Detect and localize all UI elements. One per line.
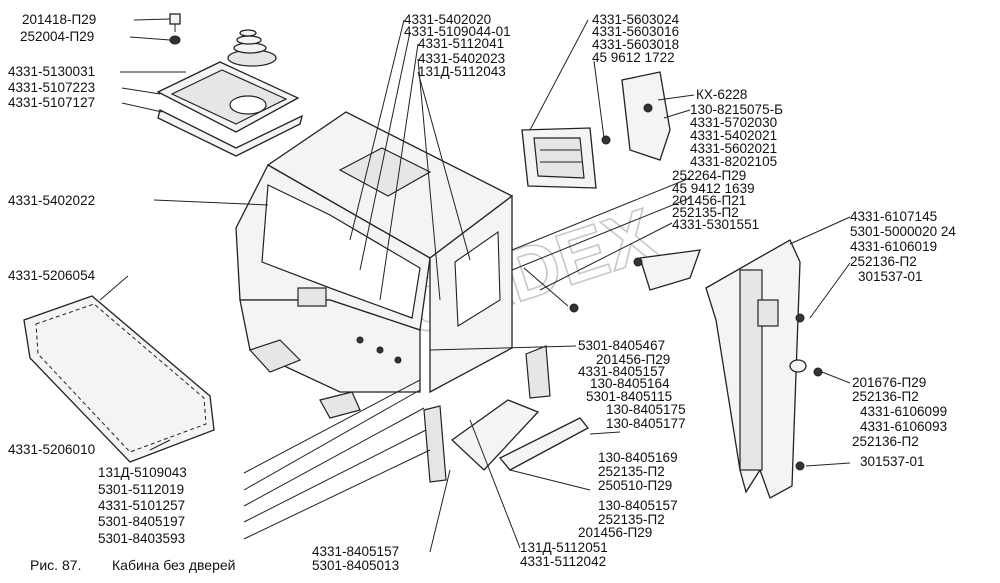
figure-title: Кабина без дверей [112, 557, 235, 573]
part-label: 4331-5112042 [520, 554, 606, 569]
part-label: 4331-5101257 [98, 498, 185, 513]
leader-lines [99, 18, 851, 553]
part-label: 252135-П2 [598, 464, 665, 479]
part-label: 130-8405157 [598, 498, 678, 513]
part-label: 4331-5109044-01 [404, 24, 511, 39]
part-label: 4331-5107223 [8, 80, 95, 95]
part-label: 4331-8405157 [578, 364, 665, 379]
part-label: 201418-П29 [22, 12, 96, 27]
part-label: 4331-5107127 [8, 95, 95, 110]
part-label: 130-8405175 [606, 402, 686, 417]
vent-grille [521, 127, 597, 189]
rear-pillar [705, 239, 823, 499]
part-label: 131Д-5109043 [98, 465, 187, 480]
part-label: 4331-5402022 [8, 193, 95, 208]
part-label: 4331-6106093 [860, 419, 947, 434]
part-label: 5301-8405197 [98, 514, 185, 529]
part-label: 4331-5301551 [672, 217, 759, 232]
part-label: 5301-5000020 24 [850, 224, 956, 239]
part-label: 130-8405177 [606, 416, 686, 431]
latch-parts [523, 249, 701, 313]
windshield-glass [23, 295, 215, 463]
part-label: 252135-П2 [598, 512, 665, 527]
part-label: 4331-5206054 [8, 268, 96, 283]
part-label: 4331-5402020 [404, 12, 491, 27]
part-label: 4331-5130031 [8, 64, 95, 79]
part-label: 4331-5602021 [690, 141, 777, 156]
mirror-bracket [601, 71, 671, 161]
part-label: 5301-8405467 [578, 338, 665, 353]
part-label: 301537-01 [858, 269, 923, 284]
part-label: 5301-5112019 [98, 482, 184, 497]
side-step [423, 345, 589, 483]
hatch-frame [156, 61, 303, 157]
part-label: 5301-8405013 [312, 558, 399, 573]
part-label: 301537-01 [860, 454, 925, 469]
part-label: 4331-6106019 [850, 239, 937, 254]
part-label: 5301-8405115 [586, 389, 672, 404]
part-label: 4331-5702030 [690, 115, 777, 130]
part-label: 130-8405169 [598, 450, 678, 465]
part-label: 252136-П2 [852, 389, 919, 404]
part-label: 4331-5603016 [592, 24, 679, 39]
part-label: 201676-П29 [852, 375, 926, 390]
part-label: 252264-П29 [672, 168, 746, 183]
figure-number: Рис. 87. [30, 557, 81, 573]
cab-body [235, 111, 514, 419]
part-label: 45 9612 1722 [592, 50, 675, 65]
gear-boot [227, 29, 277, 67]
part-drawings [23, 13, 823, 499]
part-label: 4331-5402023 [418, 51, 505, 66]
part-label: 252136-П2 [852, 434, 919, 449]
part-label: 4331-6106099 [860, 404, 947, 419]
part-label: 4331-5603024 [592, 12, 680, 27]
part-label: КХ-6228 [696, 87, 747, 102]
part-label: 201456-П29 [578, 525, 652, 540]
part-label: 131Д-5112043 [418, 64, 506, 79]
part-label: 130-8405164 [590, 376, 670, 391]
part-label: 4331-5112041 [418, 36, 504, 51]
part-label: 4331-5402021 [690, 128, 777, 143]
part-label: 252135-П2 [672, 205, 739, 220]
part-label: 201456-П21 [672, 193, 746, 208]
part-label: 252004-П29 [20, 29, 94, 44]
part-label: 250510-П29 [598, 478, 672, 493]
part-label: 4331-5206010 [8, 442, 95, 457]
part-label: 45 9412 1639 [672, 181, 755, 196]
part-labels: 201418-П29 252004-П29 4331-5130031 4331-… [8, 12, 956, 573]
part-label: 4331-8202105 [690, 154, 777, 169]
part-label: 252136-П2 [850, 254, 917, 269]
part-label: 4331-5603018 [592, 37, 679, 52]
part-label: 131Д-5112051 [520, 540, 608, 555]
part-label: 4331-6107145 [850, 209, 937, 224]
part-label: 130-8215075-Б [690, 102, 783, 117]
bolt-top [169, 13, 181, 45]
part-label: 4331-8405157 [312, 544, 399, 559]
part-label: 5301-8403593 [98, 531, 185, 546]
part-label: 201456-П29 [596, 352, 670, 367]
